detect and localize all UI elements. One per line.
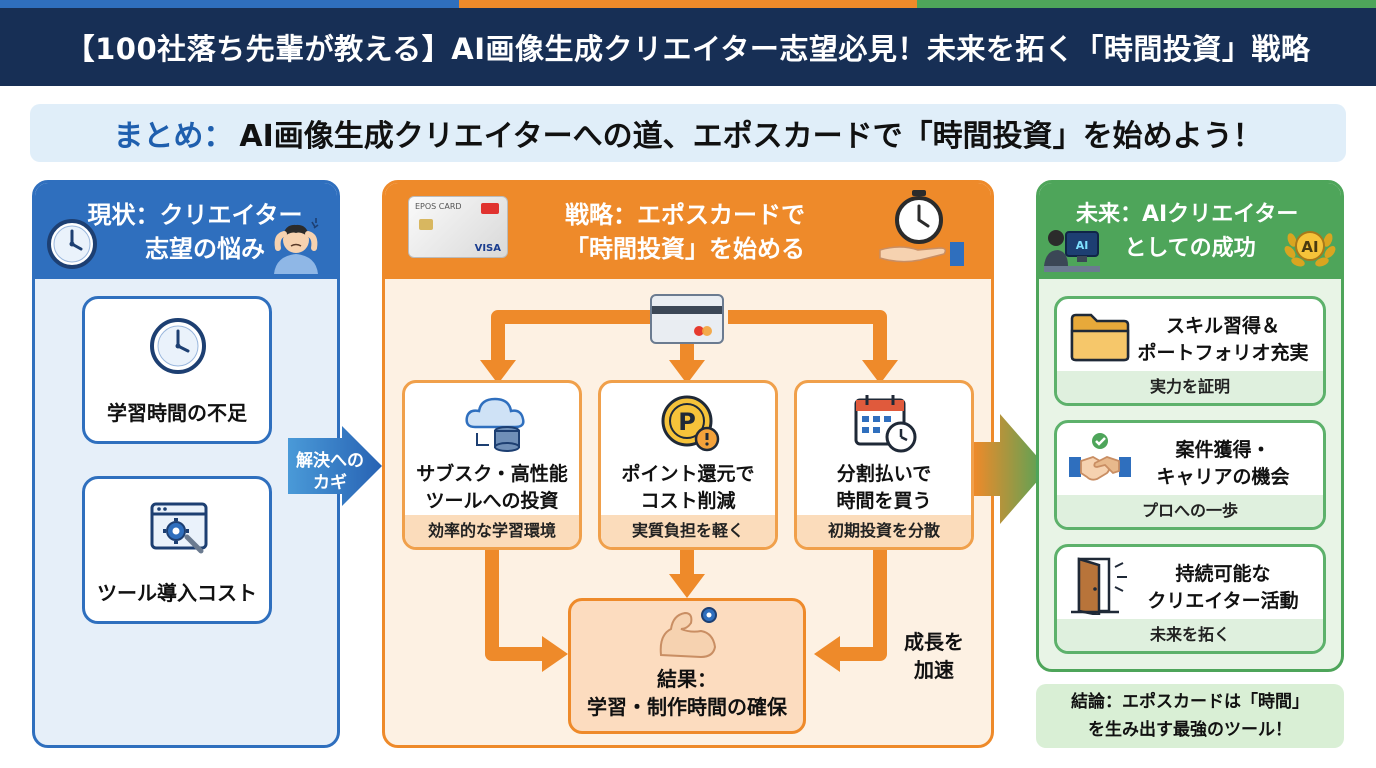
stripe-green [917, 0, 1376, 8]
strategy-line2: 時間を買う [836, 490, 932, 512]
issue-label: 学習時間の不足 [107, 401, 247, 425]
current-state-title: 現状：クリエイター 志望の悩み [60, 198, 330, 266]
muscle-gear-icon [659, 607, 717, 659]
future-line1: スキル習得＆ [1165, 315, 1280, 337]
ai-laurel-badge-icon: AI [1284, 231, 1336, 267]
flow-arrows [480, 310, 898, 672]
strategy-card-points: P ポイント還元で コスト削減 実質負担を軽く [598, 380, 778, 550]
handshake-icon [1069, 433, 1131, 481]
card-chip-icon [419, 219, 433, 230]
strategy-title: 戦略：エポスカードで 「時間投資」を始める [520, 198, 850, 266]
svg-text:P: P [678, 408, 696, 436]
conclusion-line2: を生み出す最強のツール！ [1088, 720, 1292, 740]
current-state-title-line2: 志望の悩み [145, 235, 265, 263]
calendar-clock-icon [854, 395, 917, 453]
issue-card-study-time: 学習時間の不足 [82, 296, 272, 444]
top-color-stripe [0, 0, 1376, 8]
stripe-blue [0, 0, 459, 8]
future-title: 未来：AIクリエイター としての成功 [1076, 198, 1298, 266]
summary-label: まとめ： [113, 119, 234, 154]
strategy-footer: 初期投資を分散 [797, 515, 971, 547]
gear-window-icon [150, 502, 208, 554]
card-logo [481, 203, 499, 214]
worried-person-icon [274, 218, 319, 274]
future-title-line2: としての成功 [1124, 236, 1256, 261]
strategy-line1: 分割払いで [836, 463, 932, 485]
issue-card-tool-cost: ツール導入コスト [82, 476, 272, 624]
monitor-ai-text: AI [1076, 239, 1089, 252]
cloud-database-icon [465, 397, 525, 452]
summary-banner: まとめ： AI画像生成クリエイターへの道、エポスカードで「時間投資」を始めよう！ [30, 104, 1346, 162]
strategy-line1: サブスク・高性能 [416, 463, 568, 485]
door-icon [1071, 557, 1127, 615]
epos-card-image: EPOS CARD VISA [408, 196, 508, 258]
future-footer: 未来を拓く [1057, 619, 1323, 651]
conclusion-line1: 結論：エポスカードは「時間」 [1071, 692, 1309, 712]
current-state-title-line1: 現状：クリエイター [87, 201, 303, 229]
future-line2: ポートフォリオ充実 [1137, 342, 1309, 364]
credit-card-icon [650, 294, 724, 344]
growth-line2: 加速 [914, 658, 954, 682]
strategy-line1: ポイント還元で [621, 463, 755, 485]
strategy-text: サブスク・高性能 ツールへの投資 [405, 461, 579, 515]
clock-icon [150, 318, 206, 374]
badge-ai-text: AI [1301, 238, 1318, 256]
strategy-card-installments: 分割払いで 時間を買う 初期投資を分散 [794, 380, 974, 550]
solution-key-label: 解決への カギ [288, 450, 372, 494]
result-line1: 結果： [657, 667, 717, 691]
future-text: 案件獲得・ キャリアの機会 [1129, 437, 1317, 491]
key-label-line2: カギ [313, 473, 347, 493]
future-line1: 案件獲得・ [1175, 439, 1271, 461]
future-line1: 持続可能な [1175, 563, 1271, 585]
clock-icon [47, 219, 97, 269]
strategy-text: 分割払いで 時間を買う [797, 461, 971, 515]
strategy-footer: 実質負担を軽く [601, 515, 775, 547]
page-title: 【100社落ち先輩が教える】AI画像生成クリエイター志望必見！未来を拓く「時間投… [0, 8, 1376, 86]
growth-line1: 成長を [904, 630, 964, 654]
strategy-title-line2: 「時間投資」を始める [565, 235, 805, 263]
strategy-title-line1: 戦略：エポスカードで [565, 201, 805, 229]
point-coin-icon: P [661, 395, 720, 452]
future-card-sustainable: 持続可能な クリエイター活動 未来を拓く [1054, 544, 1326, 654]
result-line2: 学習・制作時間の確保 [587, 695, 787, 719]
folder-icon [1070, 313, 1130, 362]
strategy-line2: コスト削減 [640, 490, 736, 512]
future-card-career: 案件獲得・ キャリアの機会 プロへの一歩 [1054, 420, 1326, 530]
key-label-line1: 解決への [296, 451, 364, 471]
strategy-text: ポイント還元で コスト削減 [601, 461, 775, 515]
result-card: 結果： 学習・制作時間の確保 [568, 598, 806, 734]
future-footer: 実力を証明 [1057, 371, 1323, 403]
summary-text: AI画像生成クリエイターへの道、エポスカードで「時間投資」を始めよう！ [239, 119, 1263, 154]
strategy-footer: 効率的な学習環境 [405, 515, 579, 547]
future-line2: クリエイター活動 [1147, 590, 1299, 612]
future-title-line1: 未来：AIクリエイター [1076, 202, 1299, 227]
conclusion-box: 結論：エポスカードは「時間」 を生み出す最強のツール！ [1036, 684, 1344, 748]
future-text: 持続可能な クリエイター活動 [1129, 561, 1317, 615]
card-brand-text: EPOS CARD [415, 202, 462, 211]
creator-monitor-icon: AI [1044, 230, 1100, 272]
result-text: 結果： 学習・制作時間の確保 [571, 665, 803, 721]
stopwatch-hand-icon [879, 190, 964, 266]
issue-label: ツール導入コスト [97, 581, 257, 605]
future-line2: キャリアの機会 [1156, 466, 1290, 488]
stripe-orange [458, 0, 918, 8]
future-arrow [974, 414, 1048, 524]
strategy-line2: ツールへの投資 [425, 490, 559, 512]
future-footer: プロへの一歩 [1057, 495, 1323, 527]
card-network-text: VISA [474, 243, 501, 254]
future-text: スキル習得＆ ポートフォリオ充実 [1129, 313, 1317, 367]
strategy-card-subscription: サブスク・高性能 ツールへの投資 効率的な学習環境 [402, 380, 582, 550]
growth-label: 成長を 加速 [894, 628, 974, 684]
solution-key-arrow [288, 426, 382, 506]
future-card-skills: スキル習得＆ ポートフォリオ充実 実力を証明 [1054, 296, 1326, 406]
